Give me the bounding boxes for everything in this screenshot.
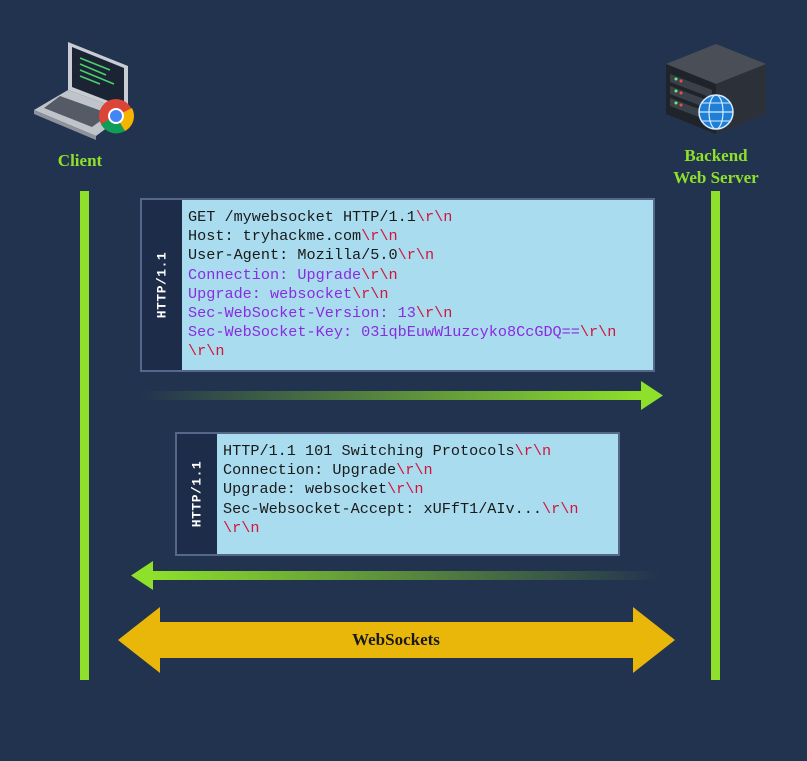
request-line: User-Agent: Mozilla/5.0\r\n	[188, 246, 616, 265]
request-arrow	[140, 381, 663, 410]
response-line-crlf: \r\n	[223, 518, 260, 537]
response-line-crlf: \r\n	[396, 461, 433, 480]
request-line-text: Sec-WebSocket-Version: 13	[188, 304, 416, 323]
request-line-crlf: \r\n	[352, 284, 389, 303]
response-line: Connection: Upgrade\r\n	[223, 461, 578, 480]
response-message: HTTP/1.1 HTTP/1.1 101 Switching Protocol…	[175, 432, 620, 556]
request-line-text: User-Agent: Mozilla/5.0	[188, 246, 398, 265]
response-line: Upgrade: websocket\r\n	[223, 480, 578, 499]
response-arrow	[131, 561, 660, 590]
response-line-text: HTTP/1.1 101 Switching Protocols	[223, 442, 515, 460]
request-line-text: GET /mywebsocket HTTP/1.1	[188, 208, 416, 226]
response-line: Sec-Websocket-Accept: xUFfT1/AIv...\r\n	[223, 500, 578, 519]
response-protocol-label: HTTP/1.1	[189, 460, 205, 528]
response-line-text: Sec-Websocket-Accept: xUFfT1/AIv...	[223, 499, 542, 518]
response-line-text: Connection: Upgrade	[223, 461, 397, 480]
server-label-line2: Web Server	[673, 168, 759, 187]
response-line-crlf: \r\n	[542, 499, 579, 518]
request-line-crlf: \r\n	[361, 265, 398, 284]
request-protocol-label: HTTP/1.1	[154, 251, 170, 319]
client-lifeline	[80, 191, 89, 680]
request-line: Host: tryhackme.com\r\n	[188, 227, 616, 246]
response-line: \r\n	[223, 519, 578, 538]
request-line: Connection: Upgrade\r\n	[188, 266, 616, 285]
server-label-line1: Backend	[684, 146, 748, 165]
server-label: Backend Web Server	[656, 145, 776, 189]
request-line-crlf: \r\n	[397, 246, 435, 265]
request-line-crlf: \r\n	[415, 208, 453, 226]
request-line-crlf: \r\n	[361, 227, 398, 246]
response-line-crlf: \r\n	[387, 480, 424, 499]
response-line-crlf: \r\n	[514, 442, 552, 460]
request-line: Sec-WebSocket-Version: 13\r\n	[188, 304, 616, 323]
server-lifeline	[711, 191, 720, 680]
request-protocol-tab: HTTP/1.1	[142, 200, 182, 370]
request-line: Upgrade: websocket\r\n	[188, 285, 616, 304]
request-line-text: Upgrade: websocket	[188, 284, 353, 303]
request-line-crlf: \r\n	[415, 304, 453, 323]
request-line: \r\n	[188, 342, 616, 361]
request-line-text: Sec-WebSocket-Key: 03iqbEuwW1uzcyko8CcGD…	[188, 323, 580, 342]
request-line-crlf: \r\n	[188, 342, 225, 361]
response-protocol-tab: HTTP/1.1	[177, 434, 217, 554]
client-label: Client	[57, 151, 103, 170]
websocket-label: WebSockets	[352, 630, 440, 649]
request-line-crlf: \r\n	[579, 323, 617, 342]
request-line-text: Host: tryhackme.com	[188, 227, 362, 246]
request-line-text: Connection: Upgrade	[188, 265, 362, 284]
response-line: HTTP/1.1 101 Switching Protocols\r\n	[223, 442, 578, 461]
request-line: Sec-WebSocket-Key: 03iqbEuwW1uzcyko8CcGD…	[188, 323, 616, 342]
request-line: GET /mywebsocket HTTP/1.1\r\n	[188, 208, 616, 227]
response-line-text: Upgrade: websocket	[223, 480, 388, 499]
